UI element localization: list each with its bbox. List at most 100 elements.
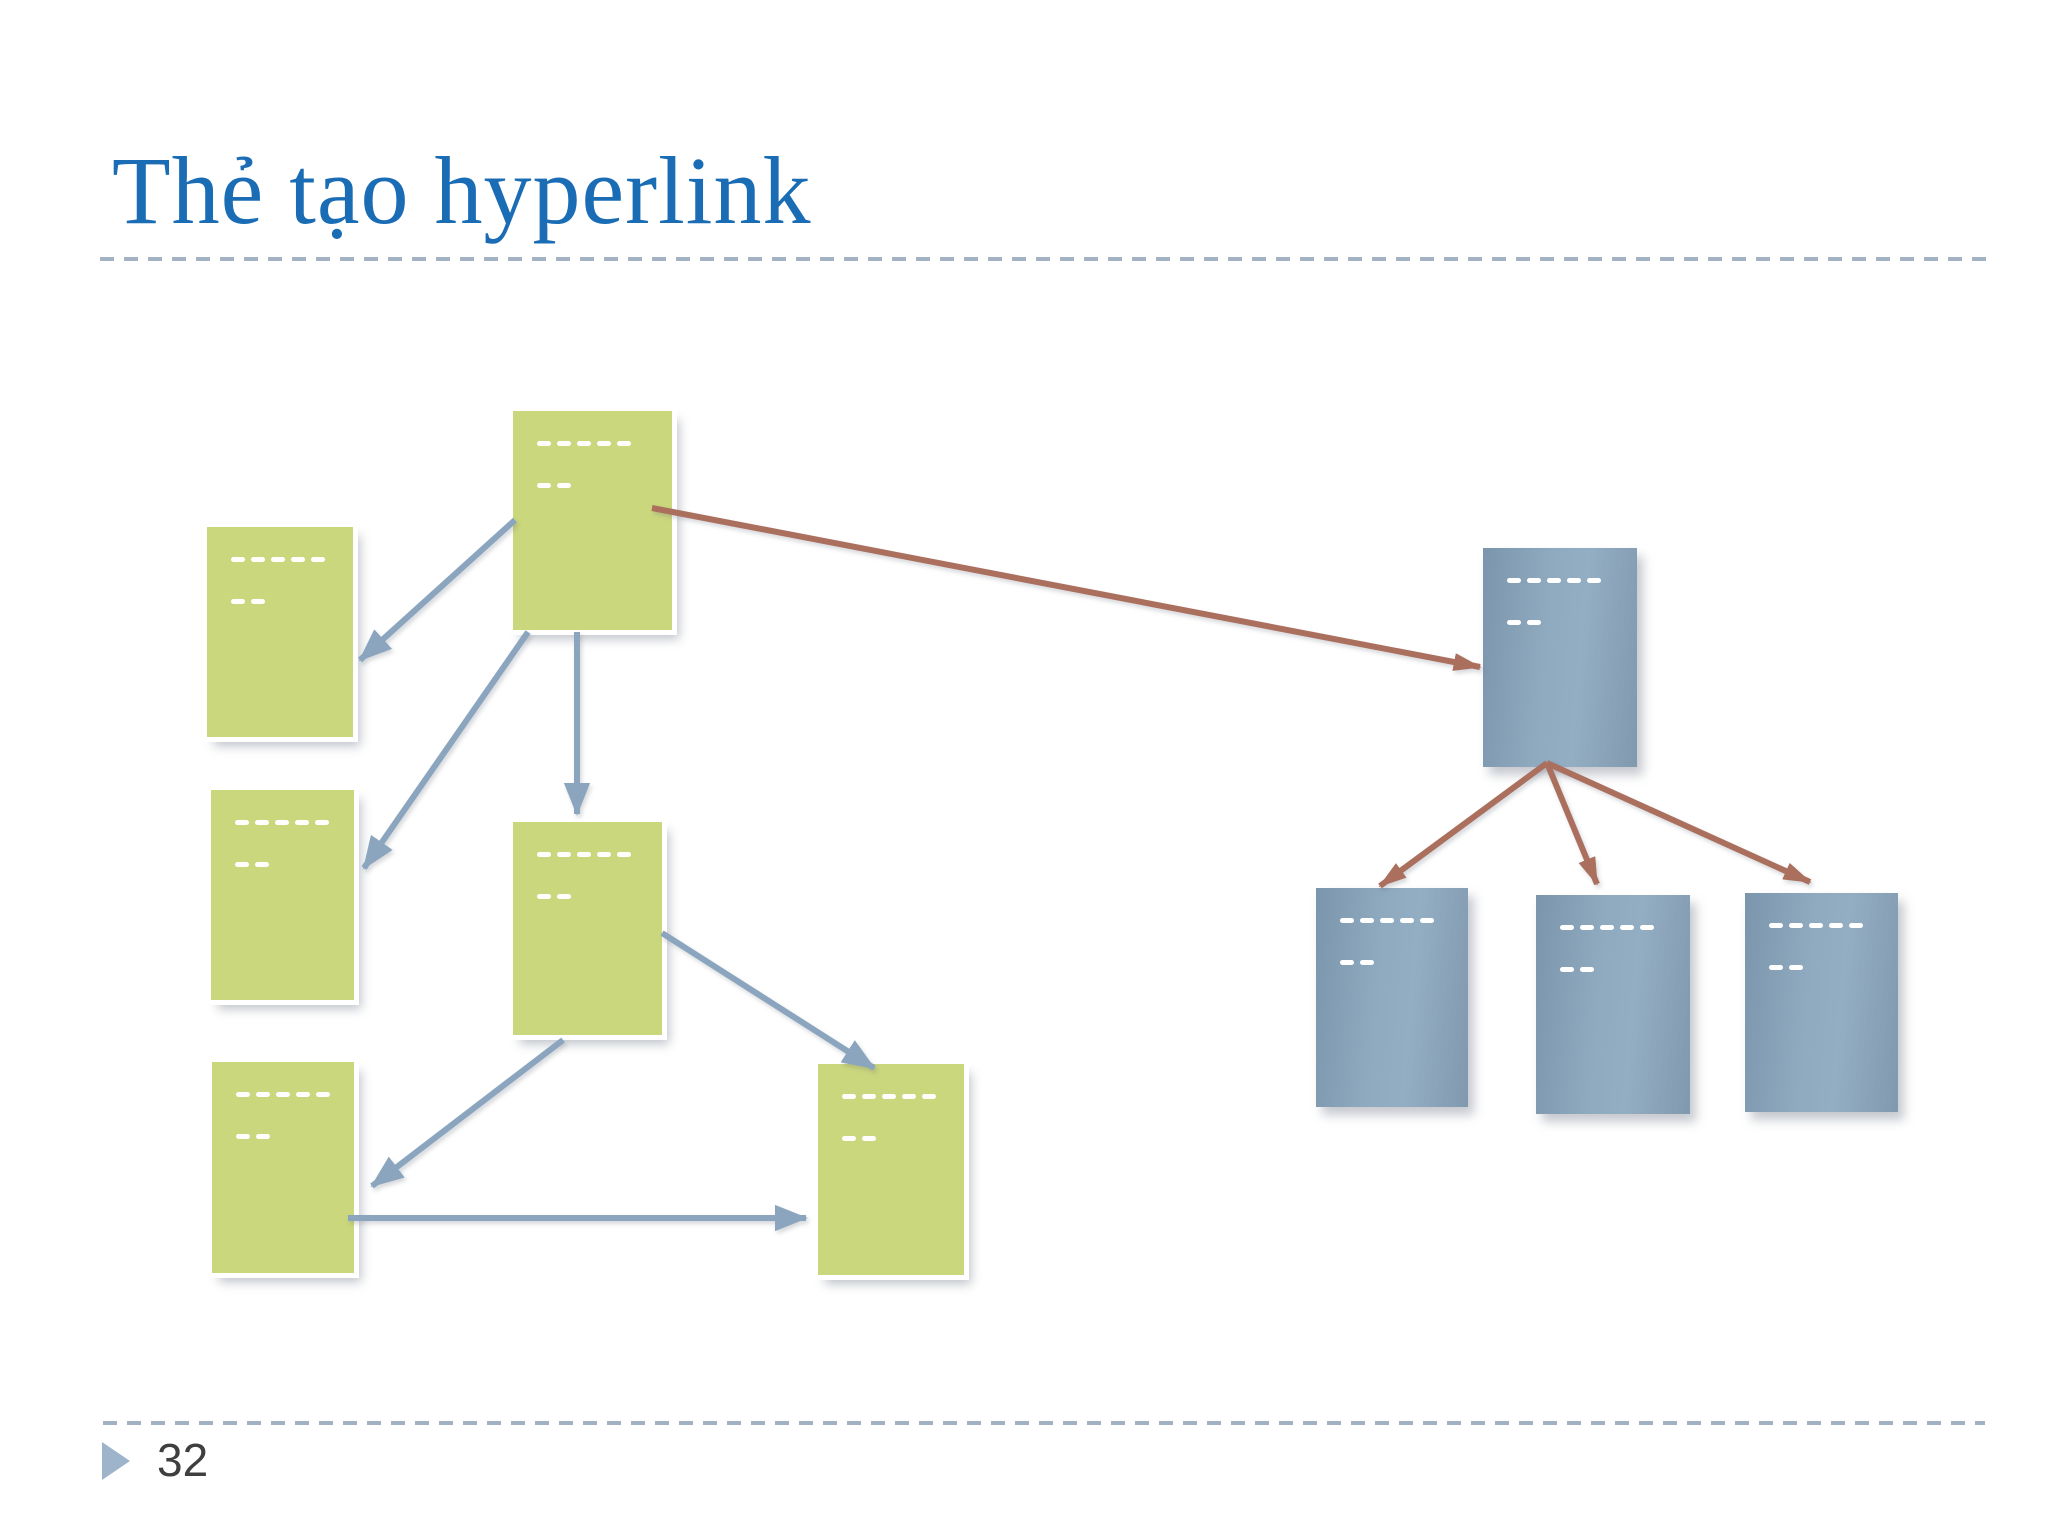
- placeholder-dash: [922, 1094, 936, 1099]
- blue-site-child-1: [1316, 888, 1468, 1107]
- placeholder-text-line: [537, 483, 672, 488]
- title-divider: [100, 257, 1990, 261]
- placeholder-text-line: [537, 852, 662, 857]
- placeholder-text-line: [1340, 918, 1468, 923]
- placeholder-dash: [882, 1094, 896, 1099]
- placeholder-dash: [1620, 925, 1634, 930]
- placeholder-dash: [617, 852, 631, 857]
- placeholder-text-line: [537, 441, 672, 446]
- placeholder-dash: [235, 820, 249, 825]
- blue-site-home: [1483, 548, 1637, 767]
- placeholder-dash: [1547, 578, 1561, 583]
- placeholder-dash: [862, 1094, 876, 1099]
- placeholder-dash: [236, 1092, 250, 1097]
- placeholder-dash: [1600, 925, 1614, 930]
- placeholder-dash: [537, 441, 551, 446]
- placeholder-dash: [251, 599, 265, 604]
- placeholder-dash: [557, 441, 571, 446]
- placeholder-text-line: [236, 1134, 354, 1139]
- placeholder-dash: [537, 894, 551, 899]
- placeholder-dash: [1769, 923, 1783, 928]
- placeholder-dash: [1527, 578, 1541, 583]
- placeholder-dash: [231, 599, 245, 604]
- placeholder-dash: [236, 1134, 250, 1139]
- placeholder-text-line: [1769, 965, 1898, 970]
- placeholder-text-line: [537, 894, 662, 899]
- placeholder-dash: [557, 483, 571, 488]
- placeholder-dash: [1580, 925, 1594, 930]
- placeholder-dash: [231, 557, 245, 562]
- link-arrow-green-page-main-to-blue-site-home: [651, 505, 1482, 671]
- placeholder-dash: [256, 1134, 270, 1139]
- placeholder-dash: [1560, 967, 1574, 972]
- green-page-b: [211, 790, 354, 1000]
- placeholder-dash: [1420, 918, 1434, 923]
- page-title: Thẻ tạo hyperlink: [112, 137, 812, 244]
- placeholder-dash: [1809, 923, 1823, 928]
- placeholder-dash: [902, 1094, 916, 1099]
- placeholder-dash: [1560, 925, 1574, 930]
- blue-site-child-3: [1745, 893, 1898, 1112]
- placeholder-dash: [1507, 578, 1521, 583]
- placeholder-dash: [1789, 965, 1803, 970]
- placeholder-dash: [296, 1092, 310, 1097]
- placeholder-dash: [316, 1092, 330, 1097]
- placeholder-dash: [577, 441, 591, 446]
- placeholder-dash: [276, 1092, 290, 1097]
- placeholder-dash: [842, 1136, 856, 1141]
- placeholder-text-line: [231, 599, 353, 604]
- placeholder-text-line: [1769, 923, 1898, 928]
- page-number: 32: [157, 1434, 209, 1486]
- footer-divider: [103, 1421, 1985, 1425]
- placeholder-dash: [1340, 960, 1354, 965]
- placeholder-dash: [315, 820, 329, 825]
- placeholder-dash: [537, 852, 551, 857]
- placeholder-dash: [557, 894, 571, 899]
- placeholder-text-line: [1340, 960, 1468, 965]
- link-arrow-blue-site-home-to-blue-site-child-2: [1544, 761, 1600, 886]
- placeholder-dash: [537, 483, 551, 488]
- placeholder-dash: [842, 1094, 856, 1099]
- placeholder-text-line: [842, 1136, 964, 1141]
- placeholder-dash: [1527, 620, 1541, 625]
- placeholder-text-line: [1560, 967, 1690, 972]
- green-page-c: [212, 1062, 354, 1273]
- placeholder-dash: [1360, 918, 1374, 923]
- link-arrow-green-page-mid-to-green-page-c: [370, 1037, 565, 1189]
- placeholder-dash: [275, 820, 289, 825]
- placeholder-dash: [235, 862, 249, 867]
- placeholder-text-line: [1560, 925, 1690, 930]
- placeholder-dash: [311, 557, 325, 562]
- placeholder-dash: [1640, 925, 1654, 930]
- placeholder-dash: [1507, 620, 1521, 625]
- placeholder-dash: [251, 557, 265, 562]
- placeholder-dash: [1360, 960, 1374, 965]
- placeholder-dash: [1769, 965, 1783, 970]
- placeholder-dash: [1829, 923, 1843, 928]
- placeholder-dash: [597, 852, 611, 857]
- placeholder-dash: [1789, 923, 1803, 928]
- green-page-d: [818, 1064, 964, 1275]
- placeholder-text-line: [235, 862, 354, 867]
- placeholder-dash: [295, 820, 309, 825]
- link-arrow-green-page-main-to-green-page-a: [357, 517, 518, 663]
- placeholder-dash: [597, 441, 611, 446]
- placeholder-dash: [577, 852, 591, 857]
- placeholder-dash: [617, 441, 631, 446]
- green-page-mid: [513, 822, 662, 1035]
- blue-site-child-2: [1536, 895, 1690, 1114]
- placeholder-dash: [862, 1136, 876, 1141]
- placeholder-dash: [1580, 967, 1594, 972]
- link-arrow-blue-site-home-to-blue-site-child-1: [1378, 760, 1549, 889]
- placeholder-text-line: [235, 820, 354, 825]
- placeholder-text-line: [236, 1092, 354, 1097]
- placeholder-dash: [1567, 578, 1581, 583]
- link-arrow-blue-site-home-to-blue-site-child-3: [1545, 760, 1812, 885]
- placeholder-dash: [1380, 918, 1394, 923]
- placeholder-dash: [1340, 918, 1354, 923]
- placeholder-dash: [1849, 923, 1863, 928]
- placeholder-dash: [255, 820, 269, 825]
